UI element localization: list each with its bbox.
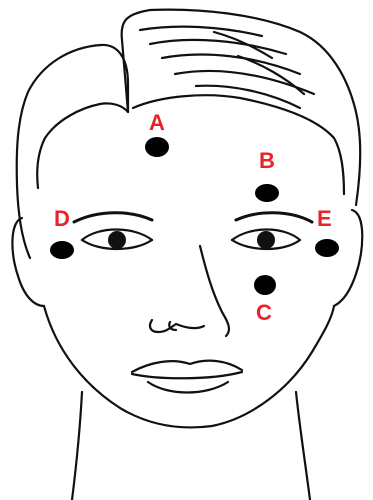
point-d-label: D xyxy=(54,208,70,230)
hair-part-line xyxy=(122,10,361,205)
mouth-line xyxy=(132,372,242,378)
hair-left-inner xyxy=(37,45,128,188)
point-b-dot xyxy=(255,184,279,202)
left-ear xyxy=(12,218,44,306)
left-eyebrow xyxy=(74,213,152,222)
hair-strand xyxy=(196,86,300,108)
point-e-label: E xyxy=(317,208,332,230)
right-pupil xyxy=(257,231,275,249)
upper-lip xyxy=(132,361,242,372)
hair-strand xyxy=(175,71,314,94)
hair-strand xyxy=(150,40,286,54)
neck-right xyxy=(296,392,310,500)
right-ear xyxy=(334,210,362,306)
point-e-dot xyxy=(315,239,339,257)
point-d-dot xyxy=(50,241,74,259)
point-c-label: C xyxy=(256,302,272,324)
point-a-dot xyxy=(145,137,169,157)
point-b-label: B xyxy=(259,150,275,172)
nose-bridge xyxy=(200,246,229,336)
lower-lip xyxy=(148,382,228,393)
hair-strand xyxy=(140,27,262,36)
jaw-line xyxy=(44,306,334,427)
point-a-label: A xyxy=(149,112,165,134)
right-eyebrow xyxy=(236,213,312,222)
neck-left xyxy=(72,392,82,500)
point-c-dot xyxy=(254,275,276,295)
left-pupil xyxy=(108,231,126,249)
